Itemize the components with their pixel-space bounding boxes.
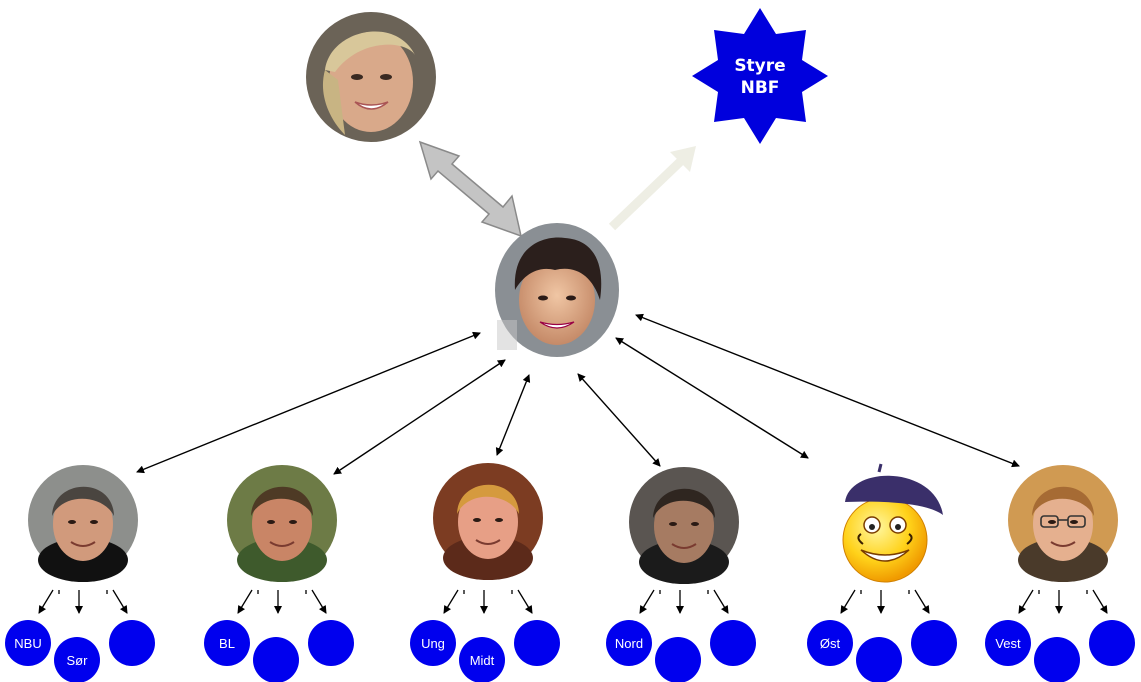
group-6: Vest: [985, 465, 1135, 682]
group-4: Nord: [606, 467, 756, 682]
node-nbu: [5, 620, 51, 666]
node-unlabeled: [308, 620, 354, 666]
node-label: Ung: [421, 636, 445, 651]
node-bl: [204, 620, 250, 666]
node-sør: [54, 637, 100, 682]
sub-arrow: [112, 589, 128, 614]
node-label: BL: [219, 636, 235, 651]
node-label: Midt: [470, 653, 495, 668]
link-group-4: [577, 373, 661, 467]
node-unlabeled: [911, 620, 957, 666]
node-unlabeled: [514, 620, 560, 666]
link-group-2: [333, 359, 506, 475]
group-head-smiley-beret-emoji: [842, 463, 943, 583]
node-unlabeled: [655, 637, 701, 682]
faint-arrow-to-board: [608, 146, 696, 231]
board-label-line1: Styre: [734, 56, 785, 76]
top-person-photo: [306, 12, 436, 142]
group-5: Øst: [807, 463, 957, 682]
gray-double-arrow: [418, 140, 523, 238]
sub-arrow: [639, 589, 655, 614]
link-group-6: [635, 313, 1020, 468]
sub-arrow: [1018, 589, 1034, 614]
node-unlabeled: [856, 637, 902, 682]
group-head-photo-man-looking-down: [629, 467, 739, 584]
node-unlabeled: [253, 637, 299, 682]
link-group-5: [615, 337, 809, 459]
board-label-line2: NBF: [741, 78, 780, 98]
link-group-3: [495, 374, 531, 456]
node-unlabeled: [1089, 620, 1135, 666]
node-midt: [459, 637, 505, 682]
sub-arrow: [840, 589, 856, 614]
link-group-1: [136, 331, 481, 474]
sub-arrow: [311, 589, 327, 614]
sub-arrow: [1092, 589, 1108, 614]
node-label: Øst: [820, 636, 841, 651]
node-øst: [807, 620, 853, 666]
sub-arrow: [38, 589, 54, 614]
node-label: Sør: [67, 653, 89, 668]
node-ung: [410, 620, 456, 666]
center-person-photo: [495, 223, 619, 357]
sub-arrow: [237, 589, 253, 614]
group-2: BL: [204, 465, 354, 682]
node-label: Vest: [995, 636, 1021, 651]
node-nord: [606, 620, 652, 666]
node-vest: [985, 620, 1031, 666]
node-label: NBU: [14, 636, 41, 651]
group-head-photo-man-brown-hair: [227, 465, 337, 582]
board-star: Styre NBF: [692, 8, 828, 144]
node-unlabeled: [710, 620, 756, 666]
group-head-photo-woman-red-hair: [433, 463, 543, 580]
sub-arrow: [517, 589, 533, 614]
node-label: Nord: [615, 636, 643, 651]
node-unlabeled: [109, 620, 155, 666]
node-unlabeled: [1034, 637, 1080, 682]
sub-arrow: [713, 589, 729, 614]
group-head-photo-man-glasses: [1008, 465, 1118, 582]
group-head-photo-man-gray-hair: [28, 465, 138, 582]
sub-arrow: [914, 589, 930, 614]
sub-arrow: [443, 589, 459, 614]
group-1: NBU Sør: [5, 465, 155, 682]
